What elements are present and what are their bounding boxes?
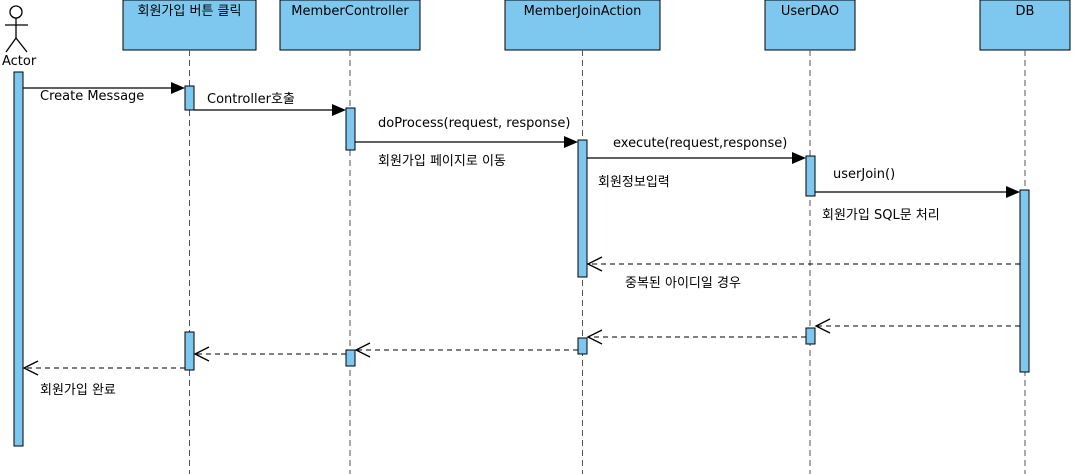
lifeline-header-db[interactable]: DB	[979, 0, 1071, 51]
return-duplicate-id[interactable]: 중복된 아이디일 경우	[586, 256, 1020, 291]
activation-userdao-2[interactable]	[805, 327, 816, 345]
message-label: Create Message	[40, 89, 144, 104]
activation-joinaction-1[interactable]	[577, 139, 588, 278]
activation-userdao-1[interactable]	[805, 155, 816, 197]
message-note: 회원가입 페이지로 이동	[378, 154, 506, 169]
activation-db-1[interactable]	[1019, 189, 1030, 373]
return-db-to-userdao[interactable]	[814, 318, 1020, 334]
message-label: execute(request,response)	[613, 136, 787, 151]
actor-figure-icon	[5, 5, 28, 53]
activation-click-1[interactable]	[184, 85, 195, 111]
actor-activation[interactable]	[13, 71, 24, 447]
return-joinaction-to-controller[interactable]	[354, 342, 578, 358]
lifeline-label: UserDAO	[781, 4, 839, 19]
message-label: doProcess(request, response)	[378, 116, 570, 131]
message-create[interactable]: Create Message	[23, 82, 185, 104]
return-click-to-actor[interactable]: 회원가입 완료	[22, 360, 185, 398]
message-execute[interactable]: execute(request,response) 회원정보입력	[587, 136, 806, 190]
activation-controller-2[interactable]	[345, 349, 356, 367]
message-label: userJoin()	[833, 167, 895, 182]
lifeline-header-click[interactable]: 회원가입 버튼 클릭	[122, 0, 257, 51]
activation-joinaction-2[interactable]	[577, 337, 588, 355]
message-note: 회원가입 SQL문 처리	[822, 208, 940, 223]
lifeline-label: MemberController	[291, 4, 409, 19]
message-note: 회원가입 완료	[40, 383, 116, 398]
message-label: Controller호출	[207, 92, 295, 107]
lifeline-label: 회원가입 버튼 클릭	[138, 4, 242, 19]
activation-click-2[interactable]	[184, 331, 195, 371]
lifeline-header-memberjoinaction[interactable]: MemberJoinAction	[504, 0, 661, 51]
lifeline-header-membercontroller[interactable]: MemberController	[279, 0, 421, 51]
lifeline-label: DB	[1016, 4, 1035, 19]
return-userdao-to-joinaction[interactable]	[586, 329, 806, 345]
message-note: 중복된 아이디일 경우	[625, 276, 741, 291]
message-controller-call[interactable]: Controller호출	[194, 92, 346, 116]
activation-controller-1[interactable]	[345, 107, 356, 151]
actor-label: Actor	[2, 54, 37, 69]
message-note: 회원정보입력	[598, 175, 670, 190]
lifeline-header-userdao[interactable]: UserDAO	[764, 0, 856, 51]
message-userjoin[interactable]: userJoin() 회원가입 SQL문 처리	[815, 167, 1020, 223]
message-doprocess[interactable]: doProcess(request, response) 회원가입 페이지로 이…	[355, 116, 578, 169]
lifeline-label: MemberJoinAction	[524, 4, 642, 19]
return-controller-to-click[interactable]	[193, 346, 346, 362]
